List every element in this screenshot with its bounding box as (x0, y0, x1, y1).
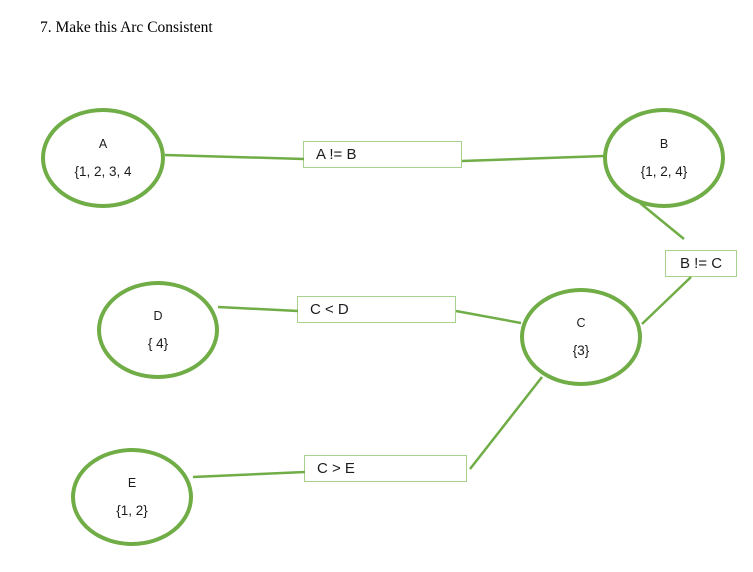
edge-d-to-cltd-box (217, 305, 299, 313)
edge-a-to-aneqb-box (164, 153, 305, 161)
node-c: C {3} (520, 288, 642, 386)
edge-e-to-cgte-box (192, 470, 306, 479)
constraint-box-b-neq-c: B != C (665, 250, 737, 277)
node-d: D { 4} (97, 281, 219, 379)
node-e: E {1, 2} (71, 448, 193, 546)
node-b-label: B (659, 137, 669, 151)
node-e-label: E (127, 476, 137, 490)
node-d-label: D (153, 309, 163, 323)
edge-cltd-box-to-c (455, 309, 522, 325)
exercise-title: 7. Make this Arc Consistent (40, 19, 213, 36)
constraint-box-c-gt-e: C > E (304, 455, 467, 482)
node-c-domain: {3} (572, 342, 590, 358)
node-b: B {1, 2, 4} (603, 108, 725, 208)
edge-c-to-cgte-box (469, 376, 543, 470)
node-d-domain: { 4} (147, 335, 169, 351)
constraint-box-a-neq-b: A != B (303, 141, 462, 168)
edge-bneqc-box-to-c (641, 276, 692, 325)
node-b-domain: {1, 2, 4} (640, 163, 688, 179)
node-a-label: A (98, 137, 108, 151)
constraint-box-c-lt-d: C < D (297, 296, 456, 323)
node-e-domain: {1, 2} (116, 502, 148, 518)
edge-b-to-bneqc-box (639, 202, 685, 240)
node-a-domain: {1, 2, 3, 4 (74, 163, 132, 179)
edge-aneqb-box-to-b (461, 154, 605, 163)
node-a: A {1, 2, 3, 4 (41, 108, 165, 208)
node-c-label: C (576, 316, 586, 330)
